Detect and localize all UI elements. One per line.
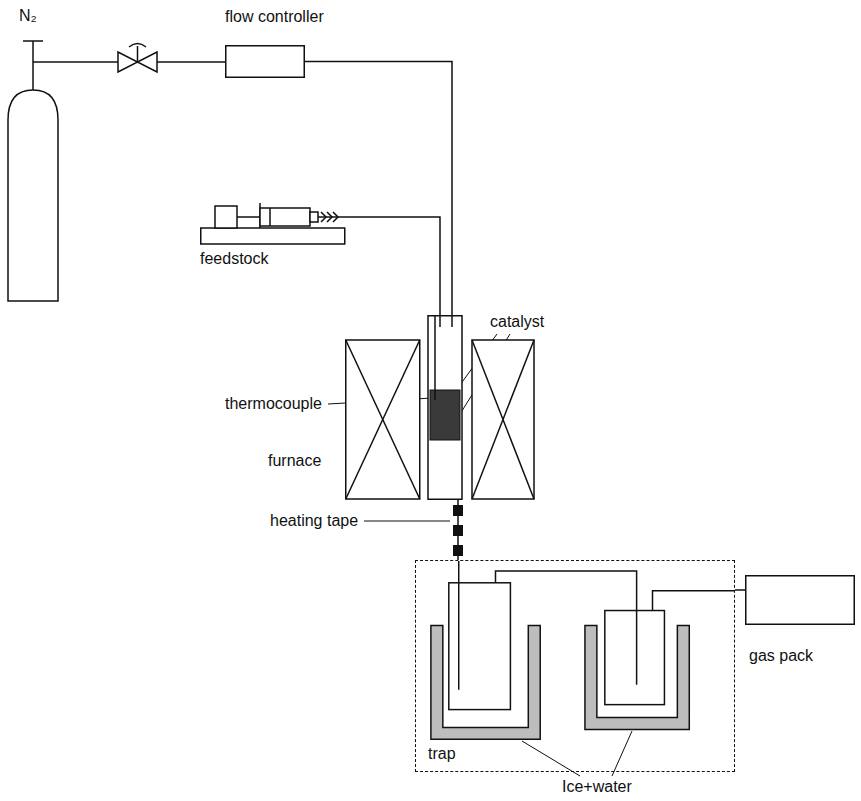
- outline-part: [653, 591, 734, 611]
- outline-part: [472, 340, 534, 499]
- outline-part: [472, 340, 534, 499]
- pipe-connector: [305, 62, 452, 316]
- pipe-line: [305, 62, 452, 316]
- node-label: flow controller: [225, 8, 324, 25]
- outline-part: [451, 315, 453, 327]
- node-outline: [5, 40, 61, 302]
- node-label: gas pack: [749, 647, 813, 664]
- outline-part: [472, 340, 534, 499]
- text-holder: thermocouple: [225, 395, 322, 413]
- gas-cylinder: N₂: [5, 40, 61, 302]
- node-outline: [200, 200, 352, 245]
- valve-stem: [137, 46, 139, 62]
- flow-controller-box: flow controller: [225, 45, 305, 78]
- leader-line: [522, 741, 580, 776]
- text-holder: heating tape: [270, 512, 358, 530]
- part-label: thermocouple: [225, 395, 322, 412]
- trap-box: trap: [415, 560, 735, 772]
- pipe-connector: [735, 590, 745, 591]
- text-holder: furnace: [268, 452, 321, 470]
- heating-tape-block: [453, 505, 463, 516]
- part-label: Ice+water: [562, 778, 632, 795]
- valve-handle: [129, 44, 146, 48]
- node-label: feedstock: [200, 250, 268, 267]
- outline-part: [333, 212, 338, 222]
- part-label: catalyst: [490, 313, 544, 330]
- text-holder: gas pack: [749, 647, 813, 665]
- gas-pack-box: gas pack: [745, 575, 855, 625]
- outline-part: [260, 208, 310, 226]
- furnace-reactor: furnace: [345, 315, 535, 500]
- outline-part: [33, 61, 61, 63]
- part-label: heating tape: [270, 512, 358, 529]
- node-label: trap: [428, 745, 456, 762]
- outline-part: [318, 216, 352, 218]
- syringe-pump: feedstock: [200, 200, 352, 245]
- heating-tape-block: [453, 545, 463, 556]
- pipe-connector: [352, 217, 440, 315]
- outline-part: [32, 41, 34, 90]
- text-holder: feedstock: [200, 250, 268, 268]
- outline-part: [201, 228, 345, 244]
- text-holder: trap: [428, 745, 456, 763]
- text-holder: N₂: [19, 7, 37, 25]
- outline-part: [321, 212, 326, 222]
- node-outline: [745, 575, 855, 625]
- node-outline: [225, 45, 305, 78]
- outline-part: [496, 571, 637, 685]
- pipe-line: [352, 217, 440, 315]
- text-holder: catalyst: [490, 313, 544, 331]
- outline-part: [746, 576, 855, 625]
- outline-part: [269, 208, 271, 226]
- outline-part: [215, 206, 237, 228]
- outline-part: [226, 46, 305, 78]
- node-outline: [345, 315, 535, 500]
- outline-part: [310, 212, 318, 222]
- outline-part: [346, 340, 420, 499]
- outline-part: [434, 316, 436, 400]
- heating-tape-block: [453, 525, 463, 536]
- outline-part: [327, 212, 332, 222]
- pipe-line: [735, 589, 745, 591]
- outline-part: [439, 315, 441, 327]
- outline-part: [428, 316, 462, 500]
- node-label: furnace: [268, 452, 321, 469]
- outline-part: [605, 611, 665, 705]
- outline-part: [346, 340, 420, 499]
- text-holder: Ice+water: [562, 778, 632, 796]
- leader-line: [612, 731, 632, 776]
- outline-part: [8, 90, 58, 301]
- outline-part: [346, 340, 420, 499]
- text-holder: flow controller: [225, 8, 324, 26]
- outline-part: [458, 561, 459, 690]
- leader-line: [364, 521, 450, 522]
- node-outline: [416, 561, 734, 771]
- node-label: N₂: [19, 7, 37, 24]
- outline-part: [237, 216, 260, 218]
- outline-part: [457, 499, 459, 500]
